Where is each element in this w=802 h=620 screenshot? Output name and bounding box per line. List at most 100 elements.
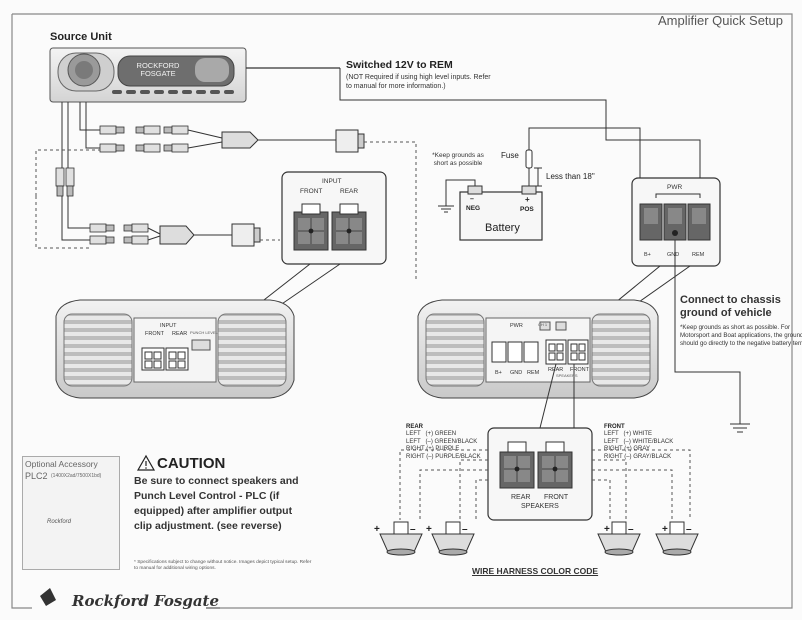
battery-ground-note: *Keep grounds as short as possible [432,152,484,167]
speaker-fr-plus: + [662,524,668,535]
wire-legend-front-title: FRONT [604,424,625,430]
input-connector-graphic [293,203,367,251]
wire-legend-rear-line-1: LEFT (+) GREEN [406,431,457,437]
chassis-body: *Keep grounds as short as possible. For … [680,324,802,347]
power-terminal-bplus: B+ [644,252,651,258]
speaker-fl-minus: – [628,524,634,535]
battery-ground-symbol [438,205,454,213]
speaker-rl-minus: – [410,524,416,535]
fuse-label: Fuse [501,151,519,160]
amp-left-extra-label: PUNCH LEVEL [190,330,218,335]
wire-legend-rear-title: REAR [406,424,424,430]
caution-footnote: * Specifications subject to change witho… [134,560,312,571]
accessory-knob-brand: Rockford [47,519,72,525]
speaker-rr-minus: – [462,524,468,535]
fuse-distance-label: Less than 18" [546,172,595,181]
amp-right-terminal-bplus: B+ [495,370,502,376]
battery-pos-terminal [521,185,537,195]
page-frame-left [11,14,32,609]
power-connector-graphic [639,203,711,241]
dashed-input-front [364,141,417,280]
amp-right-terminal-gnd: GND [510,370,523,376]
harness-plug-2 [231,223,255,247]
battery-neg-label: NEG [466,205,481,212]
rem-wire-route [339,68,607,120]
speaker-fl-plus: + [604,524,610,535]
wire-legend-front-line-4: RIGHT (–) GRAY/BLACK [604,453,672,460]
chassis-title: Connect to chassis ground of vehicle [680,294,781,319]
caution-body: Be sure to connect speakers and Punch Le… [134,475,299,532]
source-unit-label: Source Unit [50,31,112,43]
head-unit-brand: ROCKFORD FOSGATE [136,61,180,78]
rca-cables [61,102,100,170]
amp-right-speakers-label: SPEAKERS [556,373,578,378]
speaker-rl-plus: + [374,524,380,535]
battery-neg-terminal [467,185,483,195]
amp-right-rear-label: REAR [548,367,564,373]
rca-adapter-2 [159,225,195,245]
amp-right-front-label: FRONT [570,367,589,373]
wire-legend-front-line-1: LEFT (+) WHITE [604,431,653,437]
accessory-title: Optional Accessory [25,459,98,469]
speaker-connector-graphic [499,441,573,489]
input-callout-title: INPUT [322,178,342,185]
rem-title: Switched 12V to REM [346,59,453,71]
accessory-compat: (1400X2ad/7500X1bd) [51,473,102,479]
power-callout-title: PWR [667,184,683,191]
speaker-conn-speakers-label: SPEAKERS [521,503,559,510]
speaker-front-right [655,521,699,556]
wire-legend-rear-line-3: RIGHT (+) PURPLE [406,446,460,452]
rca-plugs-rear [55,167,149,245]
amplifier-left [55,299,295,399]
power-wire [528,127,641,140]
chassis-ground-wire [674,240,741,424]
speaker-front-left [597,521,641,556]
page-frame [12,13,793,609]
speaker-rear-left [379,521,423,556]
battery-label: Battery [485,222,520,234]
head-unit [49,47,247,103]
page-title: Amplifier Quick Setup [658,13,783,28]
speaker-rr-plus: + [426,524,432,535]
wire-harness-title: WIRE HARNESS COLOR CODE [472,566,599,576]
input-callout-rear: REAR [340,188,359,195]
fuse [525,149,533,169]
speaker-callout-pointer-1 [539,363,557,429]
optional-accessory-panel [22,456,120,570]
rca-adapter-1 [221,131,259,149]
speaker-rear-right [431,521,475,556]
input-callout-front: FRONT [300,188,323,195]
amp-right-small-top: CH 1 [538,322,548,327]
amp-left-rear-label: REAR [172,331,188,337]
battery-neg-symbol: – [470,196,474,203]
battery-body [459,191,543,241]
chassis-ground-symbol [730,423,750,433]
battery-pos-label: POS [520,206,534,213]
amp-right-pwr-label: PWR [510,323,523,329]
amplifier-right [417,299,659,399]
battery-pos-symbol: + [525,195,530,204]
speaker-fr-minus: – [686,524,692,535]
speaker-conn-front-label: FRONT [544,494,569,501]
wire-legend-rear-line-2: LEFT (–) GREEN/BLACK [406,438,478,445]
fuse-distance-marker [534,167,542,187]
wire-legend-front-line-2: LEFT (–) WHITE/BLACK [604,438,674,445]
amp-left-input-label: INPUT [160,323,177,329]
rem-note: (NOT Required if using high level inputs… [346,74,491,90]
rca-merge-1 [187,129,223,149]
accessory-model: PLC2 [25,471,48,481]
rem-wire-to-amp [605,120,701,182]
brand-logo-icon [40,588,56,606]
harness-plug-1 [335,129,359,153]
battery-ground-wire [445,179,476,206]
speaker-wiring [399,449,691,520]
caution-title: CAUTION [157,455,226,472]
wire-legend-rear-line-4: RIGHT (–) PURPLE/BLACK [406,453,481,460]
power-terminal-rem: REM [692,252,705,258]
speaker-conn-rear-label: REAR [511,494,531,501]
wire-legend-front-line-3: RIGHT (+) GRAY [604,446,650,452]
rca-plugs-front [99,125,189,153]
amp-left-front-label: FRONT [145,331,164,337]
power-terminal-gnd: GND [667,252,680,258]
